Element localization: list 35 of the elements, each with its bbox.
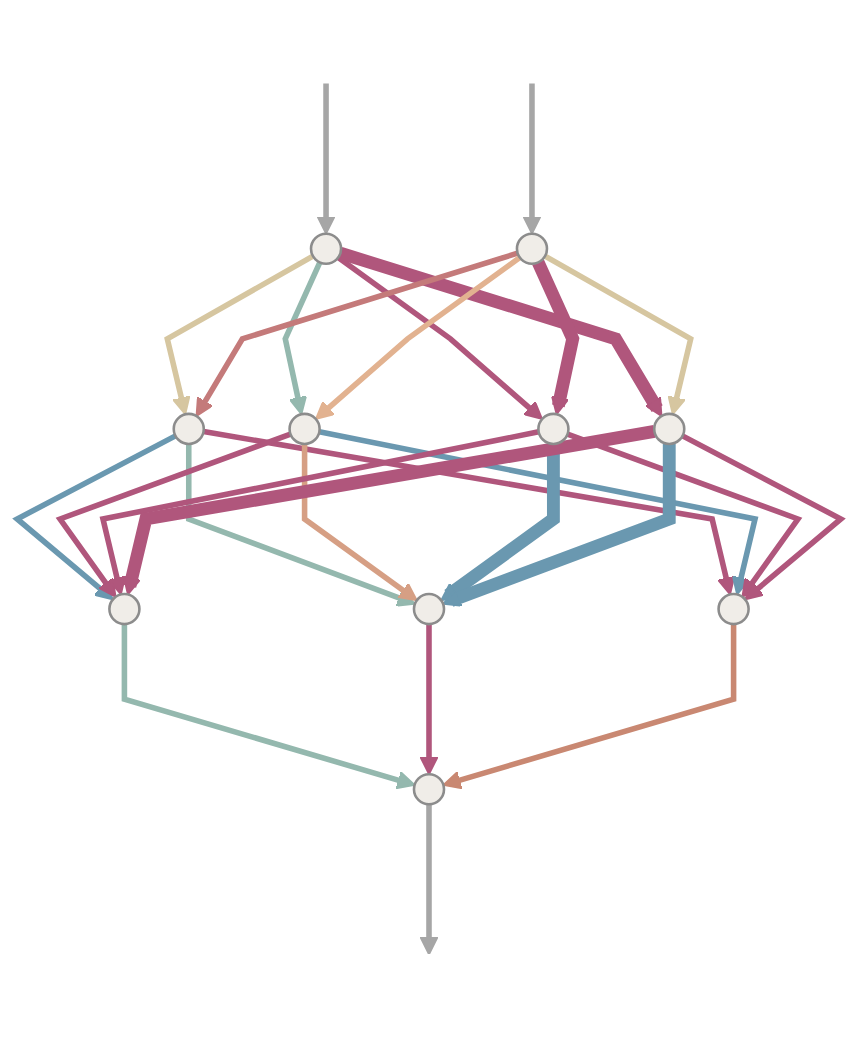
arrow xyxy=(203,428,736,596)
arrow xyxy=(12,433,177,601)
arrow xyxy=(522,83,542,235)
arrow xyxy=(442,624,737,790)
arrow xyxy=(282,261,323,416)
node-circle xyxy=(309,232,343,266)
arrow xyxy=(315,255,522,420)
arrow xyxy=(99,429,540,596)
node-circle xyxy=(172,412,206,446)
arrow xyxy=(419,624,439,776)
node-circle xyxy=(412,592,446,626)
node-circle xyxy=(108,592,141,626)
arrow xyxy=(122,425,656,596)
arrow xyxy=(442,443,676,607)
arrow xyxy=(566,431,803,598)
node-circle xyxy=(652,412,686,446)
arrow xyxy=(419,804,439,956)
node-circle xyxy=(717,592,750,626)
arrow xyxy=(301,443,418,602)
arrow xyxy=(195,250,519,417)
arrow xyxy=(164,253,315,416)
node-circle xyxy=(515,232,549,266)
node-circle xyxy=(412,772,446,806)
arrow xyxy=(316,83,336,235)
arrow xyxy=(336,255,543,420)
arrow xyxy=(318,429,759,596)
arrow xyxy=(681,433,846,601)
node-circle xyxy=(537,412,570,446)
arrow xyxy=(55,431,292,598)
arrow xyxy=(338,247,663,417)
arrow xyxy=(185,443,416,607)
arrow xyxy=(532,259,580,416)
arrow xyxy=(121,624,416,790)
node-circle xyxy=(288,412,321,446)
arrow xyxy=(543,253,694,416)
